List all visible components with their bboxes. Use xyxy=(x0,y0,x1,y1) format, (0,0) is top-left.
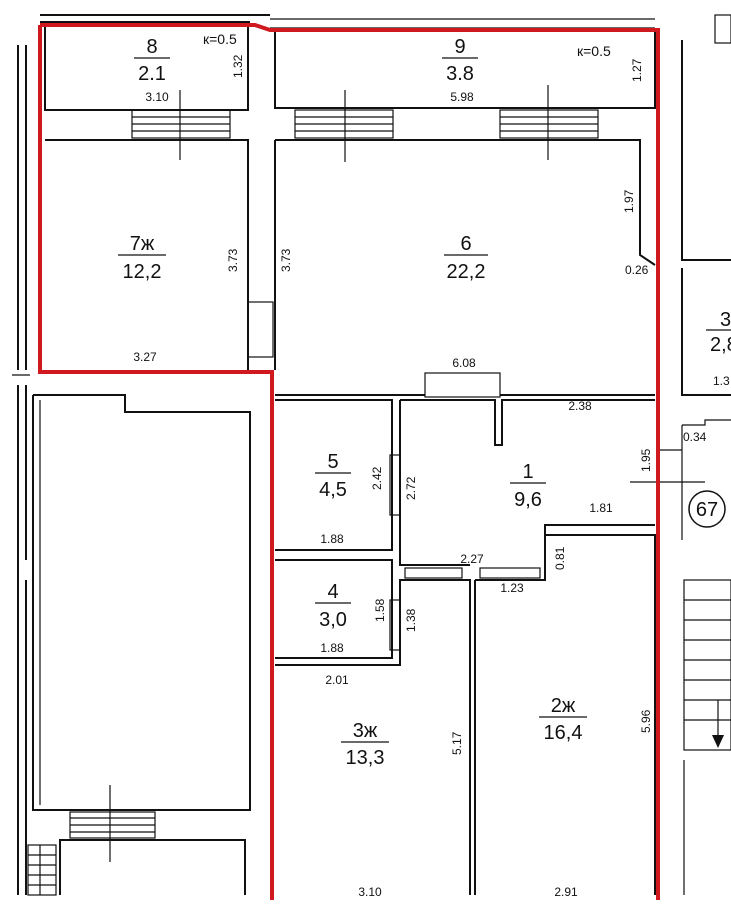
dim-1-notch: 0.81 xyxy=(553,546,567,570)
dim-1-door: 1.23 xyxy=(500,581,524,595)
dim-2-depth: 5.96 xyxy=(639,709,653,733)
room-9-coefficient: к=0.5 xyxy=(577,43,611,59)
room-number: 8 xyxy=(146,36,157,58)
stair-landing-dim: 0.34 xyxy=(683,430,707,444)
dim-5-depth: 2.42 xyxy=(370,466,384,490)
neighbor-number: 3 xyxy=(720,309,731,331)
dim-6-offset: 0.26 xyxy=(625,263,649,277)
dim-3-depth: 5.17 xyxy=(450,731,464,755)
dim-6-depth: 3.73 xyxy=(279,248,293,272)
axis-marker-label: 67 xyxy=(696,499,718,521)
dim-8-width: 3.10 xyxy=(145,90,169,104)
dim-9-width: 5.98 xyxy=(450,90,474,104)
right-neighbor-and-stair xyxy=(630,14,731,895)
room-2-label: 2ж 16,4 xyxy=(539,695,587,744)
room-8-coefficient: к=0.5 xyxy=(203,31,237,47)
room-4-label: 4 3,0 xyxy=(315,581,351,631)
room-area: 12,2 xyxy=(123,261,162,283)
dim-1-step: 1.81 xyxy=(589,501,613,515)
dim-8-depth: 1.32 xyxy=(231,54,245,78)
room-area: 9,6 xyxy=(514,489,542,511)
room-6-label: 6 22,2 xyxy=(444,233,488,283)
room-number: 1 xyxy=(522,461,533,483)
room-number: 2ж xyxy=(551,695,576,717)
room-area: 16,4 xyxy=(544,722,583,744)
dim-7-width: 3.27 xyxy=(133,350,157,364)
dim-4-depth: 1.58 xyxy=(373,598,387,622)
dim-1-bottom: 2.27 xyxy=(460,552,484,566)
room-1-label: 1 9,6 xyxy=(510,461,546,511)
neighbor-area: 2,8 xyxy=(710,334,731,356)
room-5-label: 5 4,5 xyxy=(315,451,351,501)
dim-6-width: 6.08 xyxy=(452,356,476,370)
room-3-label: 3ж 13,3 xyxy=(341,720,389,769)
room-number: 9 xyxy=(454,36,465,58)
neighbor-left-unit xyxy=(27,394,251,896)
neighbor-dim: 1.3 xyxy=(713,374,730,388)
room-area: 3.8 xyxy=(446,63,474,85)
dim-1-left: 2.72 xyxy=(404,476,418,500)
room-7-label: 7ж 12,2 xyxy=(118,233,166,283)
axis-marker-circle xyxy=(688,490,726,528)
room-area: 22,2 xyxy=(447,261,486,283)
dim-5-width: 1.88 xyxy=(320,532,344,546)
room-walls xyxy=(45,139,656,895)
room-area: 3,0 xyxy=(319,609,347,631)
room-number: 3ж xyxy=(353,720,378,742)
room-number: 5 xyxy=(327,451,338,473)
dim-3-width: 3.10 xyxy=(358,885,382,899)
room-area: 13,3 xyxy=(346,747,385,769)
left-corridor-walls xyxy=(12,45,30,895)
room-area: 4,5 xyxy=(319,479,347,501)
room-8-label: 8 2.1 xyxy=(134,36,170,85)
dim-6-side: 1.97 xyxy=(622,189,636,213)
apartment-boundary xyxy=(38,25,274,900)
apartment-boundary-top xyxy=(40,23,660,900)
room-9-label: 9 3.8 xyxy=(442,36,478,85)
room-number: 7ж xyxy=(130,233,155,255)
dim-1-top: 2.38 xyxy=(568,399,592,413)
dim-4-width: 1.88 xyxy=(320,641,344,655)
dim-9-depth: 1.27 xyxy=(630,58,644,82)
room-area: 2.1 xyxy=(138,63,166,85)
neighbor-unit-label: 3 2,8 1.3 xyxy=(706,309,731,388)
room-number: 6 xyxy=(460,233,471,255)
dim-2-width: 2.91 xyxy=(554,885,578,899)
room-number: 4 xyxy=(327,581,338,603)
dim-1-right: 1.95 xyxy=(639,448,653,472)
dim-3-top: 2.01 xyxy=(325,673,349,687)
dim-7-depth: 3.73 xyxy=(226,248,240,272)
dim-4-door: 1.38 xyxy=(404,608,418,632)
